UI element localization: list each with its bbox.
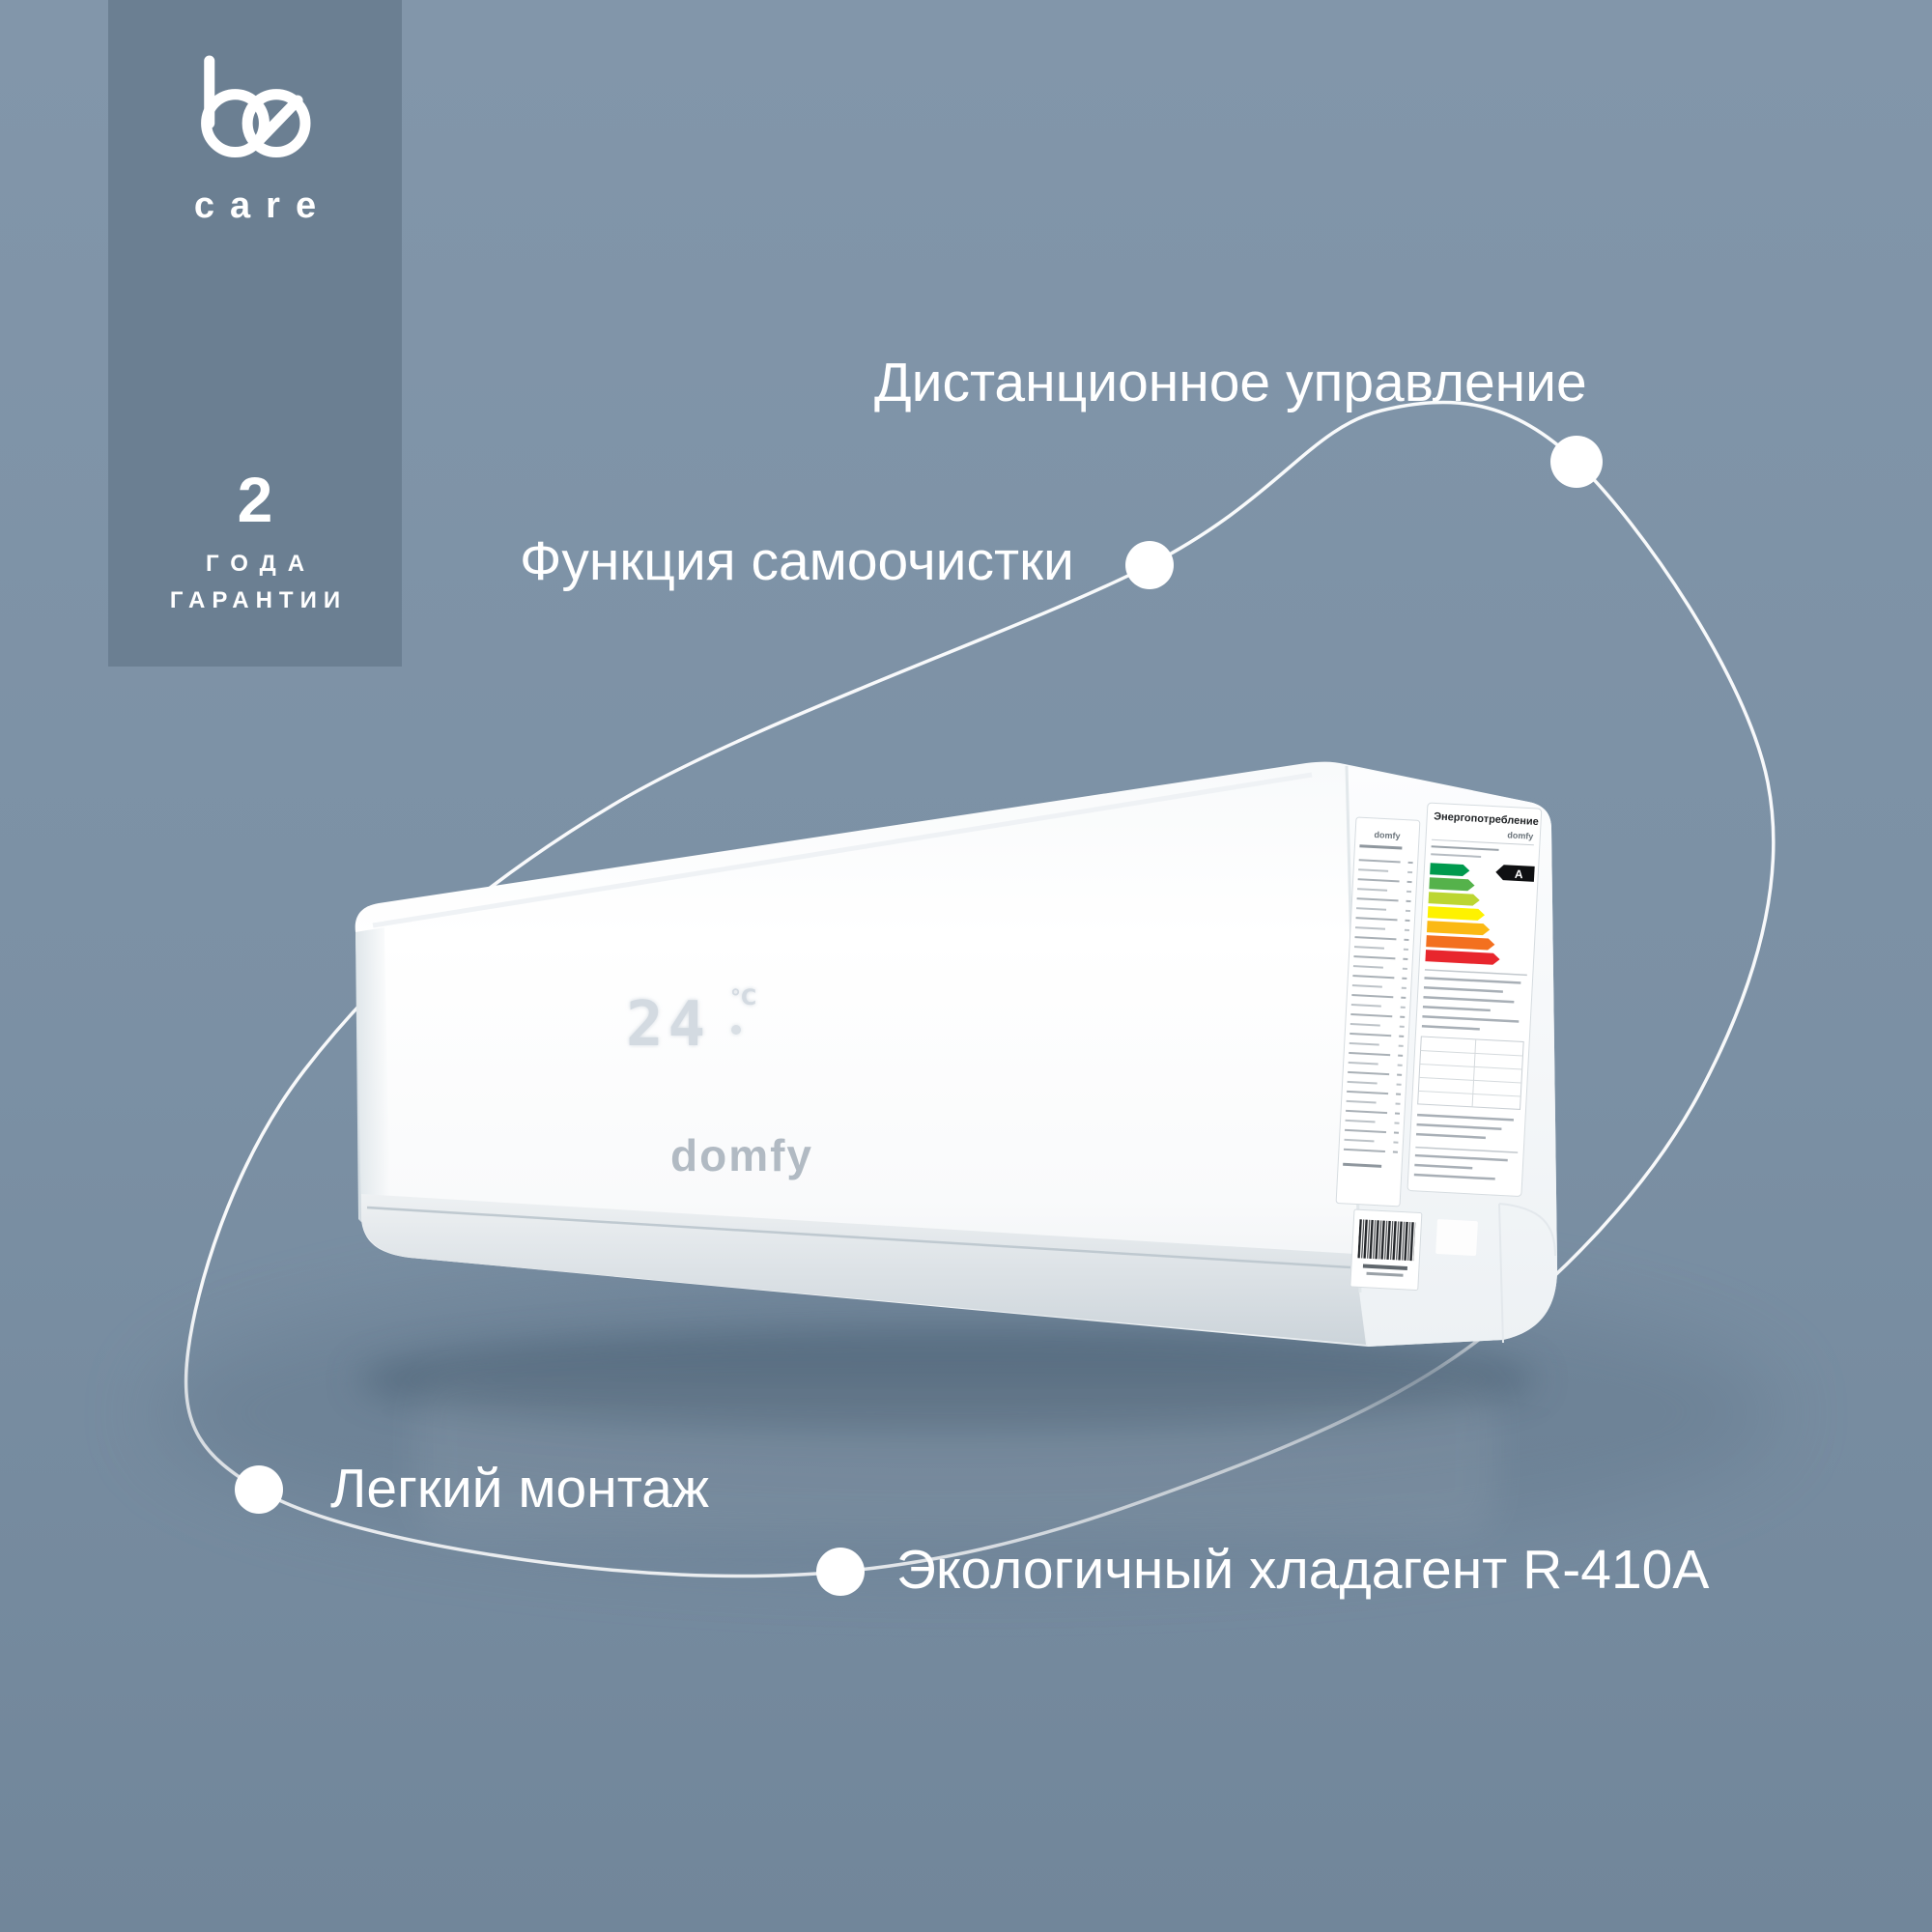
small-sticker: [1435, 1219, 1478, 1257]
brand-logo-icon: [201, 55, 311, 158]
energy-bar-a: [1430, 863, 1470, 876]
energy-class-letter: A: [1515, 867, 1524, 881]
callout-dot-remote-control: [1550, 436, 1603, 488]
logo-ring-left: [201, 89, 270, 158]
spec-label: domfy: [1335, 816, 1421, 1208]
ac-top-bevel: [372, 772, 1313, 928]
energy-bars: [1425, 863, 1500, 965]
logo-slash: [249, 95, 303, 151]
warranty-years: 2: [237, 464, 273, 535]
display-indicator-icon: [731, 1025, 741, 1035]
energy-bar-g: [1425, 950, 1500, 965]
ac-cap-seam-arc: [1498, 1203, 1556, 1257]
energy-bar-c: [1428, 892, 1480, 906]
energy-bar-e: [1426, 921, 1491, 936]
callout-dot-self-cleaning: [1125, 541, 1174, 589]
warranty-ribbon: care 2 ГОДА ГАРАНТИИ: [108, 0, 402, 667]
feature-loop-curve: [184, 400, 1776, 1578]
energy-bar-b: [1429, 877, 1475, 892]
callout-dot-eco-refrigerant: [816, 1548, 865, 1596]
ac-display: 24 °C: [626, 986, 756, 1061]
callout-easy-mounting: Легкий монтаж: [330, 1459, 709, 1520]
ac-outlet-strip: [361, 1194, 1366, 1345]
callout-easy-mounting-label: Легкий монтаж: [330, 1458, 710, 1520]
barcode-label: [1350, 1208, 1423, 1291]
callout-self-cleaning: Функция самоочистки: [520, 531, 1074, 592]
callout-eco-refrigerant-label: Экологичный хладагент R-410A: [896, 1539, 1710, 1601]
warranty-word-years: ГОДА: [205, 551, 317, 577]
energy-bar-f: [1426, 935, 1495, 951]
ac-cap-seam-v: [1498, 1203, 1504, 1344]
air-conditioner-unit: 24 °C domfy domfy Энергопотребление domf…: [355, 761, 1558, 1347]
ac-brand-text: domfy: [670, 1130, 813, 1180]
callout-dot-easy-mounting: [235, 1465, 283, 1514]
callout-remote-control-label: Дистанционное управление: [874, 352, 1587, 413]
energy-class-marker: A: [1495, 865, 1535, 882]
energy-label-text-lines: [1413, 969, 1527, 1180]
brand-word: care: [193, 185, 332, 226]
ac-left-shade: [355, 927, 390, 1252]
ac-body: [355, 761, 1558, 1347]
display-unit: °C: [730, 986, 756, 1010]
callout-eco-refrigerant: Экологичный хладагент R-410A: [896, 1540, 1709, 1601]
barcode-bars: [1357, 1219, 1416, 1262]
energy-label: Энергопотребление domfy A: [1406, 802, 1543, 1197]
callout-self-cleaning-label: Функция самоочистки: [520, 530, 1074, 592]
energy-bar-d: [1427, 906, 1485, 921]
display-temperature: 24: [626, 989, 710, 1061]
warranty-word-guarantee: ГАРАНТИИ: [169, 587, 348, 613]
energy-label-title: Энергопотребление: [1434, 810, 1539, 828]
spec-label-text-lines: [1343, 856, 1413, 1158]
spec-label-brand: domfy: [1374, 830, 1400, 840]
callout-remote-control: Дистанционное управление: [874, 353, 1587, 413]
energy-label-brand: domfy: [1507, 830, 1533, 840]
logo-ring-right: [242, 89, 311, 158]
ac-flap-gap: [366, 1206, 1351, 1269]
